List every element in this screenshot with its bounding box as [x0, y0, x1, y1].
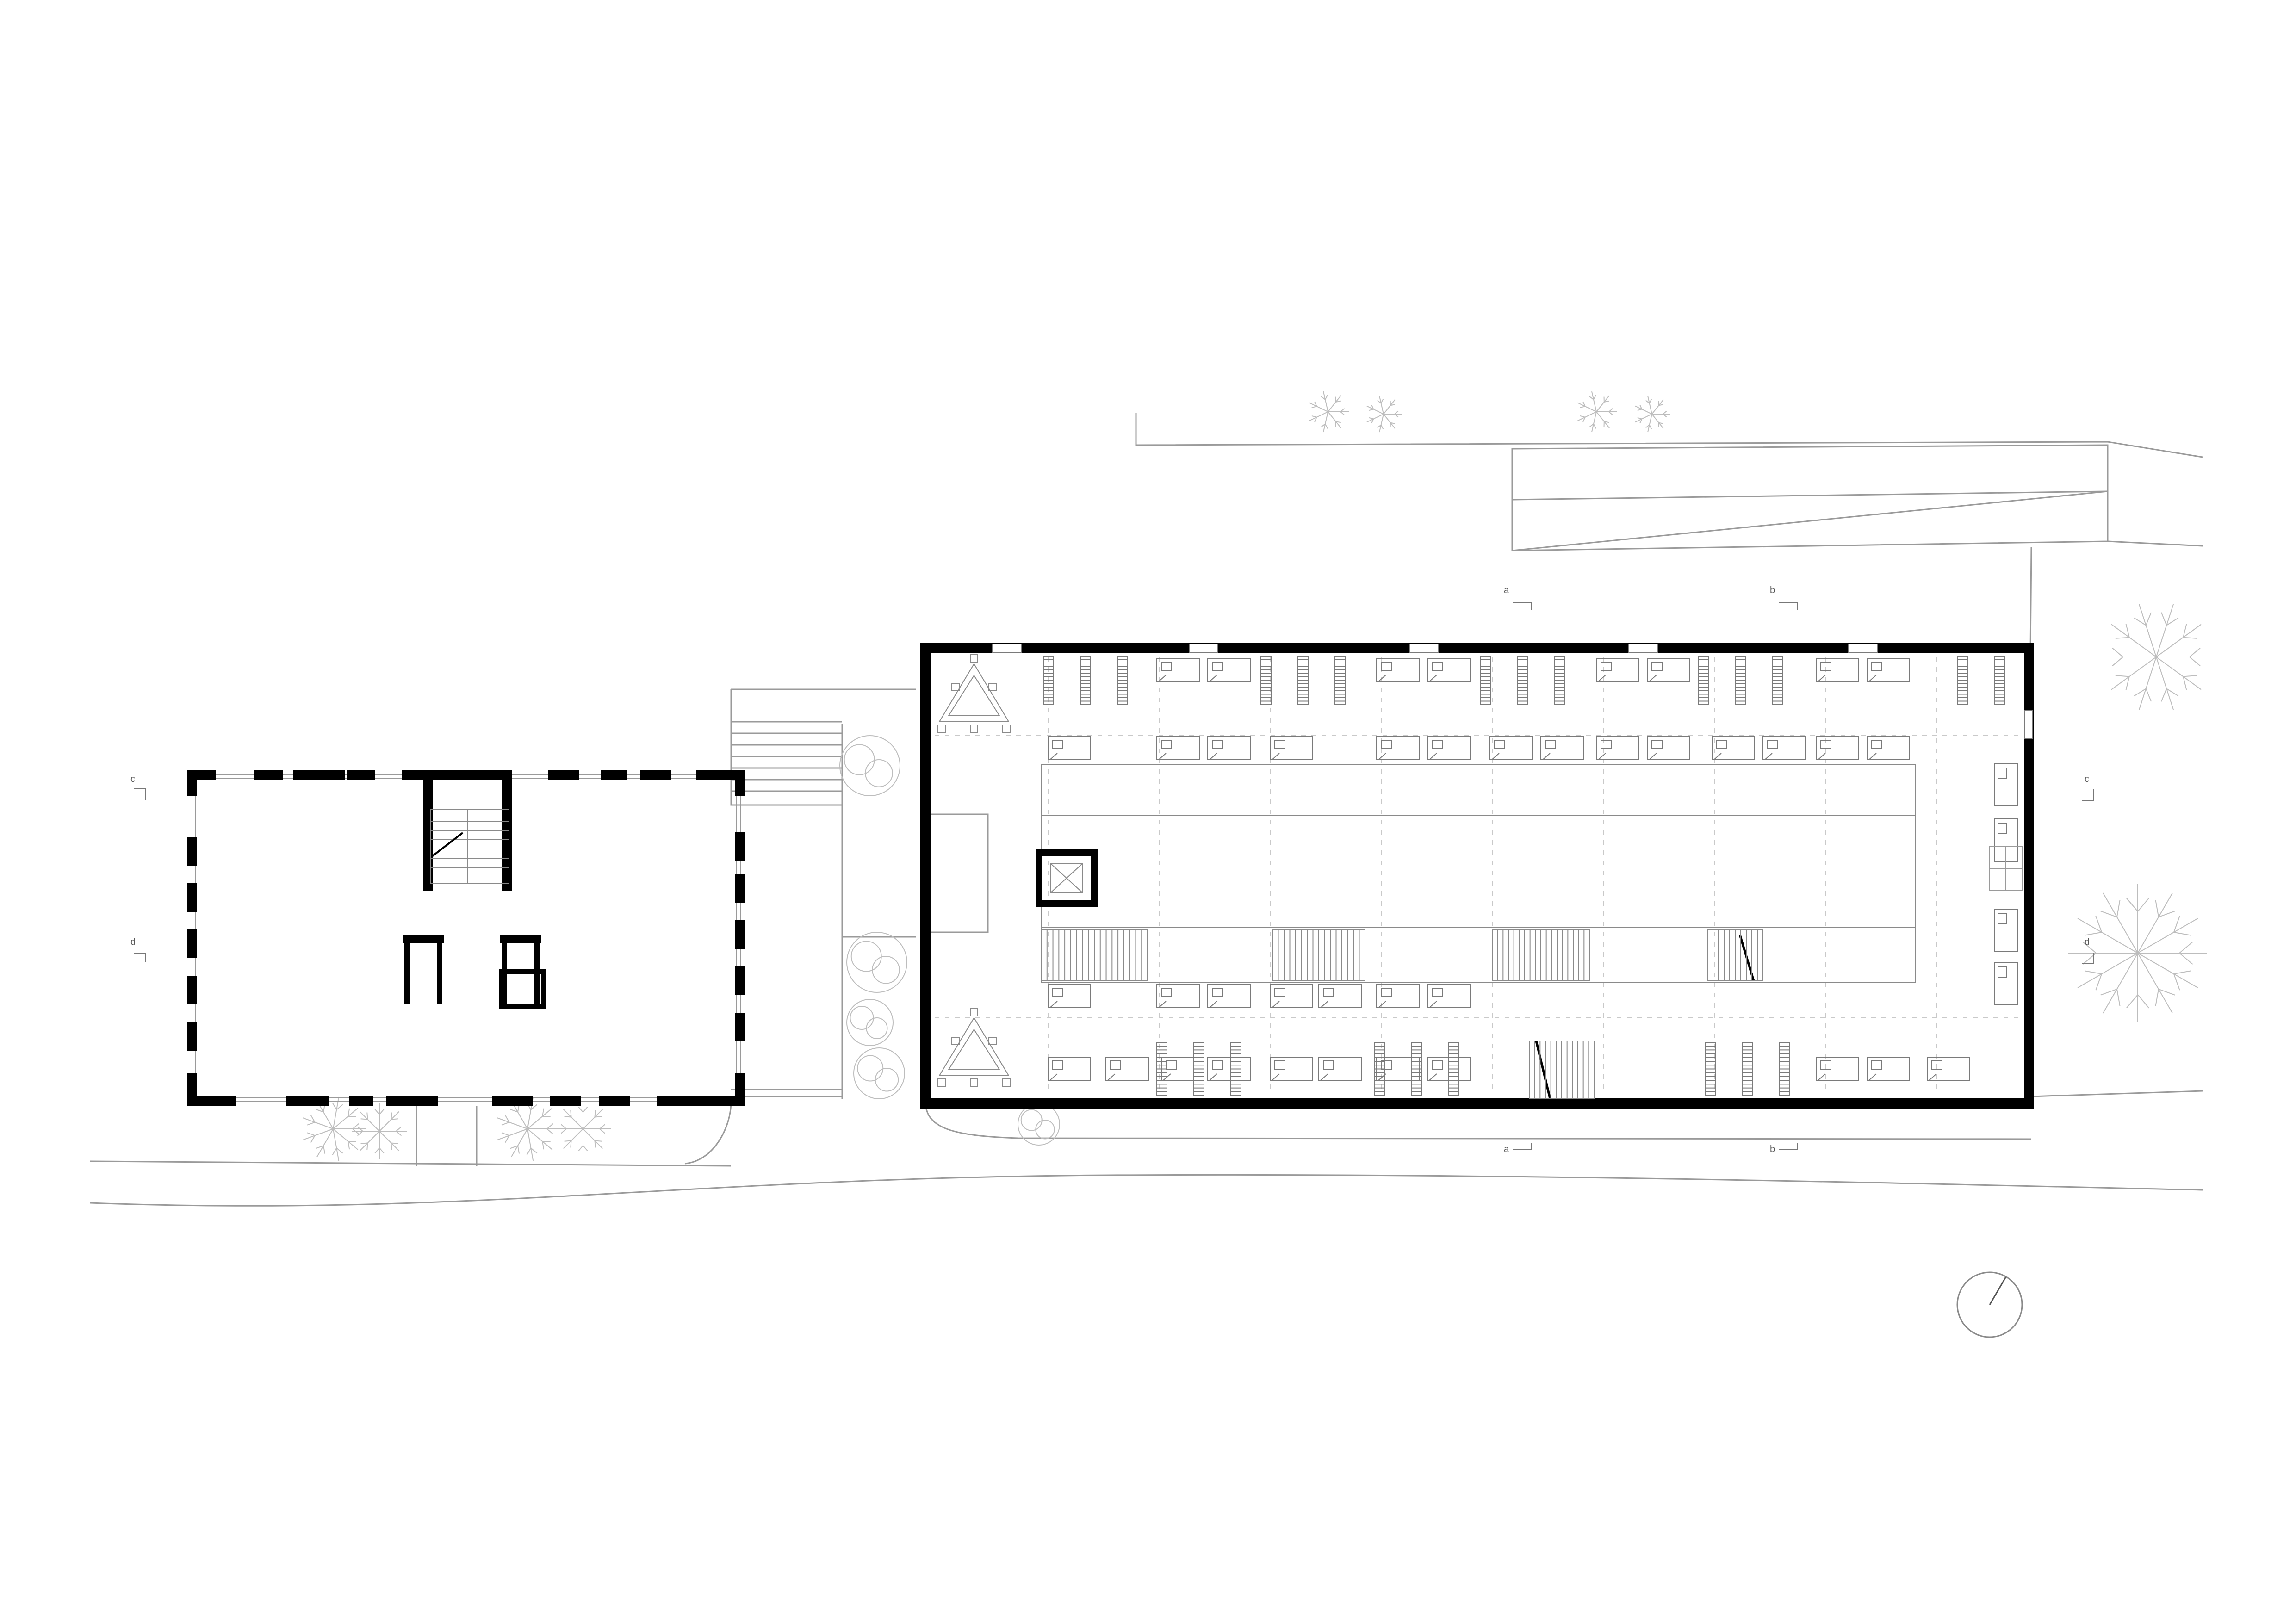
shelf-icon [1735, 656, 1746, 705]
desk-icon [1927, 1057, 1970, 1081]
site-context [90, 413, 2203, 1207]
desk-icon [1376, 736, 1420, 760]
desk-icon [1596, 736, 1639, 760]
desk-icon [1156, 984, 1200, 1008]
shelf-icon [1698, 656, 1709, 705]
desk-icon [1207, 984, 1251, 1008]
desk-icon [1816, 1057, 1859, 1081]
elevator-core [1036, 849, 1098, 907]
shelf-icon [1411, 1042, 1422, 1096]
shelf-icon [1448, 1042, 1459, 1096]
shelf-icon [1705, 1042, 1716, 1096]
section-marker-a-top: a [1504, 585, 1509, 595]
shelf-icon [1957, 656, 1968, 705]
desk-icon [1867, 1057, 1910, 1081]
section-markers [134, 602, 2094, 1150]
desk-icon [1596, 658, 1639, 682]
desk-icon [1207, 1057, 1251, 1081]
shelf-icon [1260, 656, 1272, 705]
desk-icon [1318, 1057, 1362, 1081]
desk-icon [1647, 658, 1690, 682]
stair-icon [430, 809, 509, 884]
shelf-icon [1742, 1042, 1753, 1096]
desk-icon [1207, 658, 1251, 682]
shelf-icon [1772, 656, 1783, 705]
desk-icon [1048, 984, 1091, 1008]
shelf-icon [1994, 656, 2005, 705]
atrium-void [1041, 764, 1916, 983]
shelf-icon [1480, 656, 1491, 705]
shelf-icon [1517, 656, 1528, 705]
shelf-icon [1080, 656, 1091, 705]
desk-icon [1816, 736, 1859, 760]
desk-icon [1647, 736, 1690, 760]
desk-icon [1427, 984, 1471, 1008]
desk-icon [1270, 1057, 1313, 1081]
desk-icon [1048, 1057, 1091, 1081]
desk-icon [1207, 736, 1251, 760]
desk-icon [1318, 984, 1362, 1008]
shelf-icon [1156, 1042, 1167, 1096]
desk-icon [1156, 736, 1200, 760]
desk-icon [1270, 736, 1313, 760]
north-arrow-icon [1956, 1271, 2023, 1338]
desk-icon [1712, 736, 1755, 760]
desk-icon [1816, 658, 1859, 682]
tree-symbol-icon [302, 391, 2212, 1161]
desk-icon [1427, 658, 1471, 682]
desk-icon [1048, 736, 1091, 760]
desk-icon [1867, 658, 1910, 682]
desk-icon [1270, 984, 1313, 1008]
desk-icon [1105, 1057, 1149, 1081]
desk-icon [1994, 909, 2018, 952]
desk-icon [1762, 736, 1806, 760]
shelf-icon [1230, 1042, 1241, 1096]
desk-icon [1427, 736, 1471, 760]
section-marker-d-left: d [130, 937, 136, 947]
section-marker-b-bottom: b [1770, 1144, 1775, 1154]
desk-icon [1376, 658, 1420, 682]
section-marker-c-right: c [2085, 774, 2089, 784]
shelf-icon [1043, 656, 1054, 705]
shelf-icon [1779, 1042, 1790, 1096]
main-building [920, 643, 2034, 1109]
desk-icon [1376, 984, 1420, 1008]
desk-icon [1994, 763, 2018, 806]
desk-icon [1156, 658, 1200, 682]
shelf-icon [1297, 656, 1309, 705]
shelf-icon [1374, 1042, 1385, 1096]
shelf-icon [1554, 656, 1565, 705]
section-marker-c-left: c [130, 774, 135, 784]
section-marker-a-bottom: a [1504, 1144, 1509, 1154]
desk-icon [1489, 736, 1533, 760]
desk-icon [1994, 962, 2018, 1005]
shelf-icon [1117, 656, 1128, 705]
left-building [187, 770, 745, 1106]
section-marker-d-right: d [2085, 937, 2090, 947]
shelf-icon [1193, 1042, 1204, 1096]
desk-icon [1867, 736, 1910, 760]
desk-icon [1540, 736, 1584, 760]
shelf-icon [1334, 656, 1346, 705]
section-marker-b-top: b [1770, 585, 1775, 595]
